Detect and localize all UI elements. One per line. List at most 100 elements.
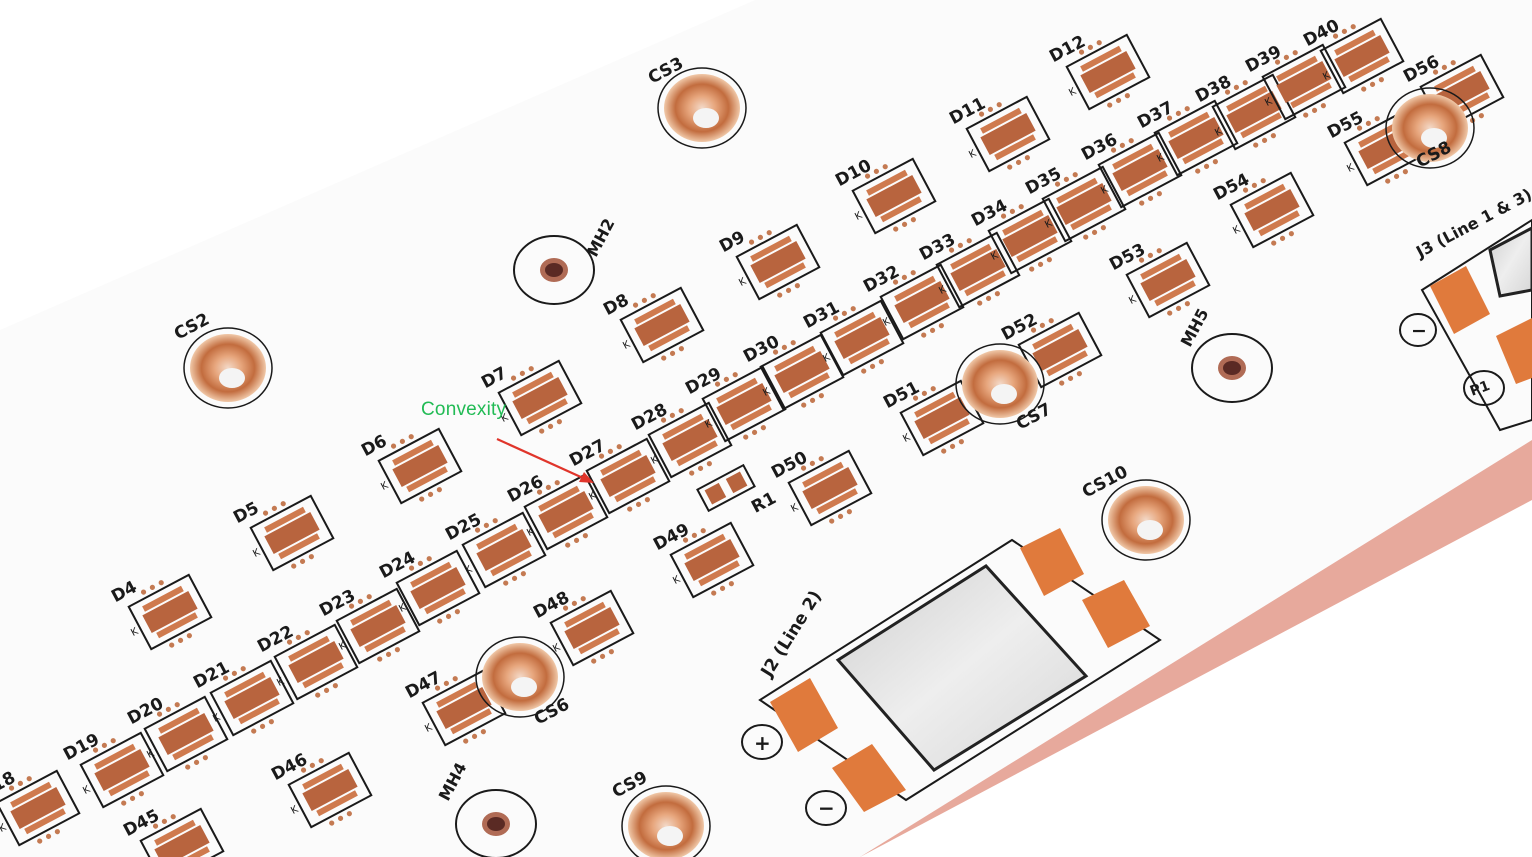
led-pad bbox=[1372, 148, 1414, 175]
led-pad bbox=[450, 708, 492, 735]
cathode-mark: K bbox=[853, 210, 864, 223]
led-pad bbox=[1002, 209, 1044, 236]
via-dot bbox=[846, 509, 852, 515]
led-outline bbox=[1261, 43, 1347, 121]
via-dot bbox=[910, 217, 916, 223]
led-pad bbox=[302, 763, 344, 790]
via-dot bbox=[1251, 182, 1257, 188]
via-dot bbox=[26, 776, 32, 782]
via-dot bbox=[1096, 40, 1102, 46]
via-dot bbox=[309, 762, 315, 768]
via-dot bbox=[1274, 59, 1281, 65]
via-dot bbox=[892, 279, 899, 285]
via-dot bbox=[240, 666, 246, 672]
via-dot bbox=[608, 649, 614, 655]
via-dot bbox=[1203, 163, 1210, 169]
led-outline bbox=[497, 359, 583, 437]
via-dot bbox=[678, 408, 684, 414]
via-dot bbox=[777, 292, 783, 298]
led-thermal-pad bbox=[750, 240, 806, 284]
via-dot bbox=[37, 838, 43, 844]
via-dot bbox=[503, 580, 509, 586]
via-dot bbox=[511, 575, 518, 581]
led-pad bbox=[834, 311, 876, 338]
led-pad bbox=[10, 781, 52, 808]
led-thermal-pad bbox=[410, 566, 466, 610]
via-dot bbox=[864, 173, 871, 179]
led-pad bbox=[914, 391, 956, 418]
led-pad bbox=[750, 235, 792, 262]
led-pad bbox=[108, 770, 150, 797]
via-dot bbox=[661, 355, 667, 361]
via-dot bbox=[480, 729, 486, 735]
cathode-mark: K bbox=[275, 676, 286, 689]
via-dot bbox=[1450, 60, 1456, 66]
led-pad bbox=[866, 169, 908, 196]
via-dot bbox=[158, 580, 164, 586]
via-dot bbox=[689, 470, 695, 476]
led-pad bbox=[1434, 65, 1476, 92]
led-outline bbox=[987, 197, 1073, 275]
led-thermal-pad bbox=[894, 280, 950, 324]
via-dot bbox=[562, 605, 569, 611]
cathode-mark: K bbox=[525, 526, 536, 539]
led-thermal-pad bbox=[662, 418, 718, 462]
via-dot bbox=[520, 571, 526, 577]
via-dot bbox=[1441, 64, 1447, 70]
led-pad bbox=[364, 626, 406, 653]
led-pad bbox=[964, 270, 1006, 297]
via-dot bbox=[921, 332, 927, 338]
led-pad bbox=[538, 485, 580, 512]
led-pad bbox=[1046, 350, 1088, 377]
led-thermal-pad bbox=[1002, 214, 1058, 258]
led-thermal-pad bbox=[302, 768, 358, 812]
led-thermal-pad bbox=[980, 112, 1036, 156]
via-dot bbox=[1078, 49, 1085, 55]
cathode-mark: K bbox=[463, 564, 474, 577]
via-dot bbox=[1184, 106, 1190, 112]
via-dot bbox=[45, 833, 52, 839]
led-outline bbox=[335, 587, 421, 665]
cathode-mark: K bbox=[671, 574, 682, 587]
via-dot bbox=[669, 350, 676, 356]
led-pad bbox=[172, 734, 214, 761]
led-pad bbox=[564, 601, 606, 628]
via-dot bbox=[291, 563, 297, 569]
led-pad bbox=[476, 523, 518, 550]
via-dot bbox=[394, 647, 400, 653]
led-pad bbox=[648, 325, 690, 352]
led-thermal-pad bbox=[1276, 60, 1332, 104]
via-dot bbox=[471, 733, 478, 739]
via-dot bbox=[92, 747, 99, 753]
via-dot bbox=[408, 565, 415, 571]
via-dot bbox=[539, 428, 545, 434]
via-dot bbox=[1015, 159, 1022, 165]
led-pad bbox=[24, 808, 66, 835]
led-thermal-pad bbox=[512, 376, 568, 420]
via-dot bbox=[591, 658, 597, 664]
led-pad bbox=[716, 377, 758, 404]
cathode-mark: K bbox=[397, 602, 408, 615]
via-dot bbox=[295, 634, 301, 640]
via-dot bbox=[978, 111, 985, 117]
led-outline bbox=[701, 365, 787, 443]
led-thermal-pad bbox=[600, 454, 656, 498]
led-outline bbox=[79, 731, 165, 809]
cathode-mark: K bbox=[737, 276, 748, 289]
via-dot bbox=[1067, 375, 1074, 381]
led-pad bbox=[1140, 253, 1182, 280]
via-dot bbox=[121, 800, 127, 806]
via-dot bbox=[1100, 225, 1106, 231]
via-dot bbox=[408, 434, 414, 440]
via-dot bbox=[598, 453, 605, 459]
led-pad bbox=[908, 302, 950, 329]
via-dot bbox=[841, 310, 847, 316]
via-dot bbox=[556, 419, 562, 425]
via-dot bbox=[818, 456, 824, 462]
via-dot bbox=[728, 581, 734, 587]
cathode-mark: K bbox=[1099, 184, 1110, 197]
via-dot bbox=[732, 372, 738, 378]
via-dot bbox=[996, 102, 1002, 108]
